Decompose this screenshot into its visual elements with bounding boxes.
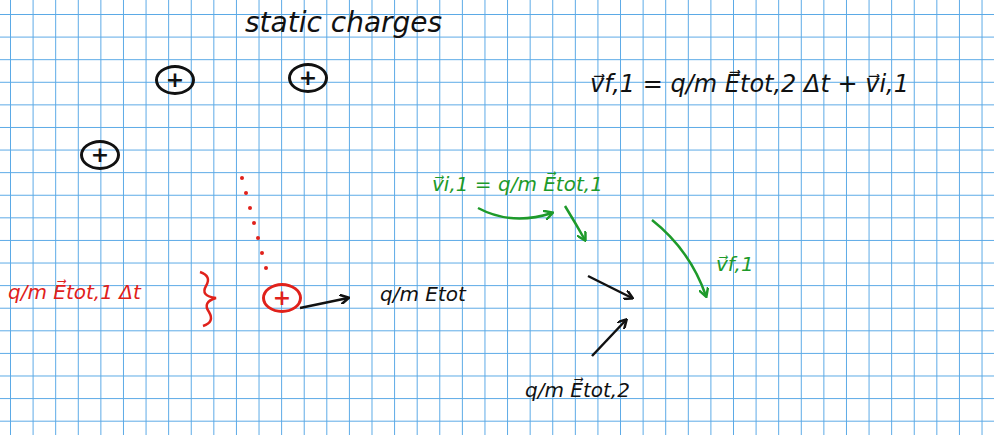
charge-sign: +	[299, 67, 317, 89]
charge-circle: +	[262, 283, 302, 313]
charge-sign: +	[166, 69, 184, 91]
velocity-arrow	[652, 220, 706, 296]
charge-sign: +	[273, 287, 291, 309]
formula-label: v⃗i,1 = q/m E⃗tot,1	[432, 172, 603, 196]
formula-label: v⃗f,1	[716, 252, 754, 276]
charge-sign: +	[91, 144, 109, 166]
formula-label: q/m E⃗tot,1 Δt	[8, 280, 141, 304]
formula-label: v⃗f,1 = q/m E⃗tot,2 Δt + v⃗i,1	[590, 70, 909, 99]
charge-circle: +	[80, 140, 120, 170]
charge-circle: +	[155, 65, 195, 95]
page-title: static charges	[245, 6, 442, 40]
force-arrow	[592, 320, 626, 356]
formula-label: q/m E⃗tot,2	[525, 378, 630, 402]
red-brace	[200, 272, 216, 326]
force-arrow	[300, 298, 348, 308]
formula-label: q/m Etot	[380, 282, 466, 306]
dotted-line	[240, 176, 268, 270]
force-arrow	[588, 276, 632, 298]
velocity-arrow	[565, 206, 585, 240]
velocity-arrow	[478, 208, 552, 218]
charge-circle: +	[288, 63, 328, 93]
